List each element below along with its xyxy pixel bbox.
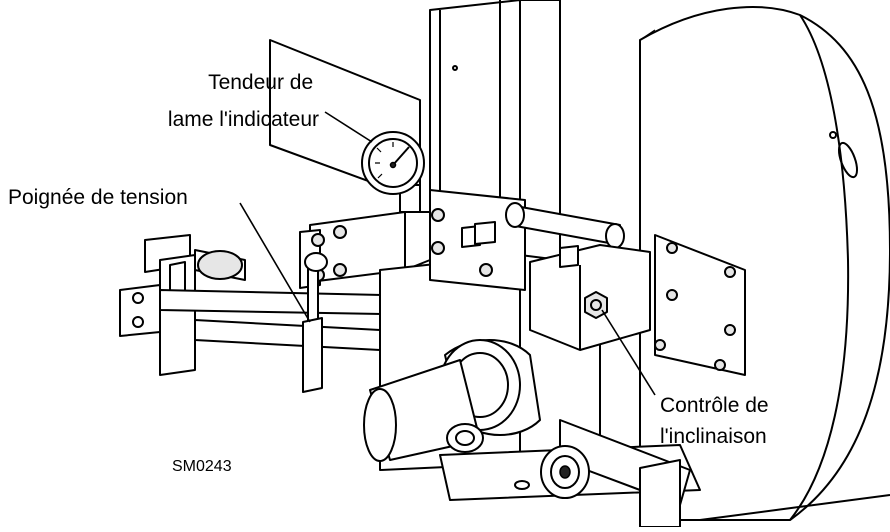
guide-wheels [439, 419, 890, 528]
tilt-leader-line [601, 309, 656, 396]
gauge-label: Tendeur de lame l'indicateur [168, 71, 319, 131]
gauge-leader-line [324, 111, 373, 143]
tilt-block [505, 202, 746, 376]
tension-handle-icon [302, 252, 328, 393]
handle-leader-line [239, 202, 311, 323]
reference-code: SM0243 [172, 458, 232, 475]
tilt-label: Contrôle de l'inclinaison [660, 394, 774, 448]
handle-label: Poignée de tension [8, 186, 188, 209]
wheel-housing [639, 6, 890, 521]
pressure-gauge-icon [361, 131, 425, 213]
tilt-control-nut-icon [584, 291, 608, 319]
